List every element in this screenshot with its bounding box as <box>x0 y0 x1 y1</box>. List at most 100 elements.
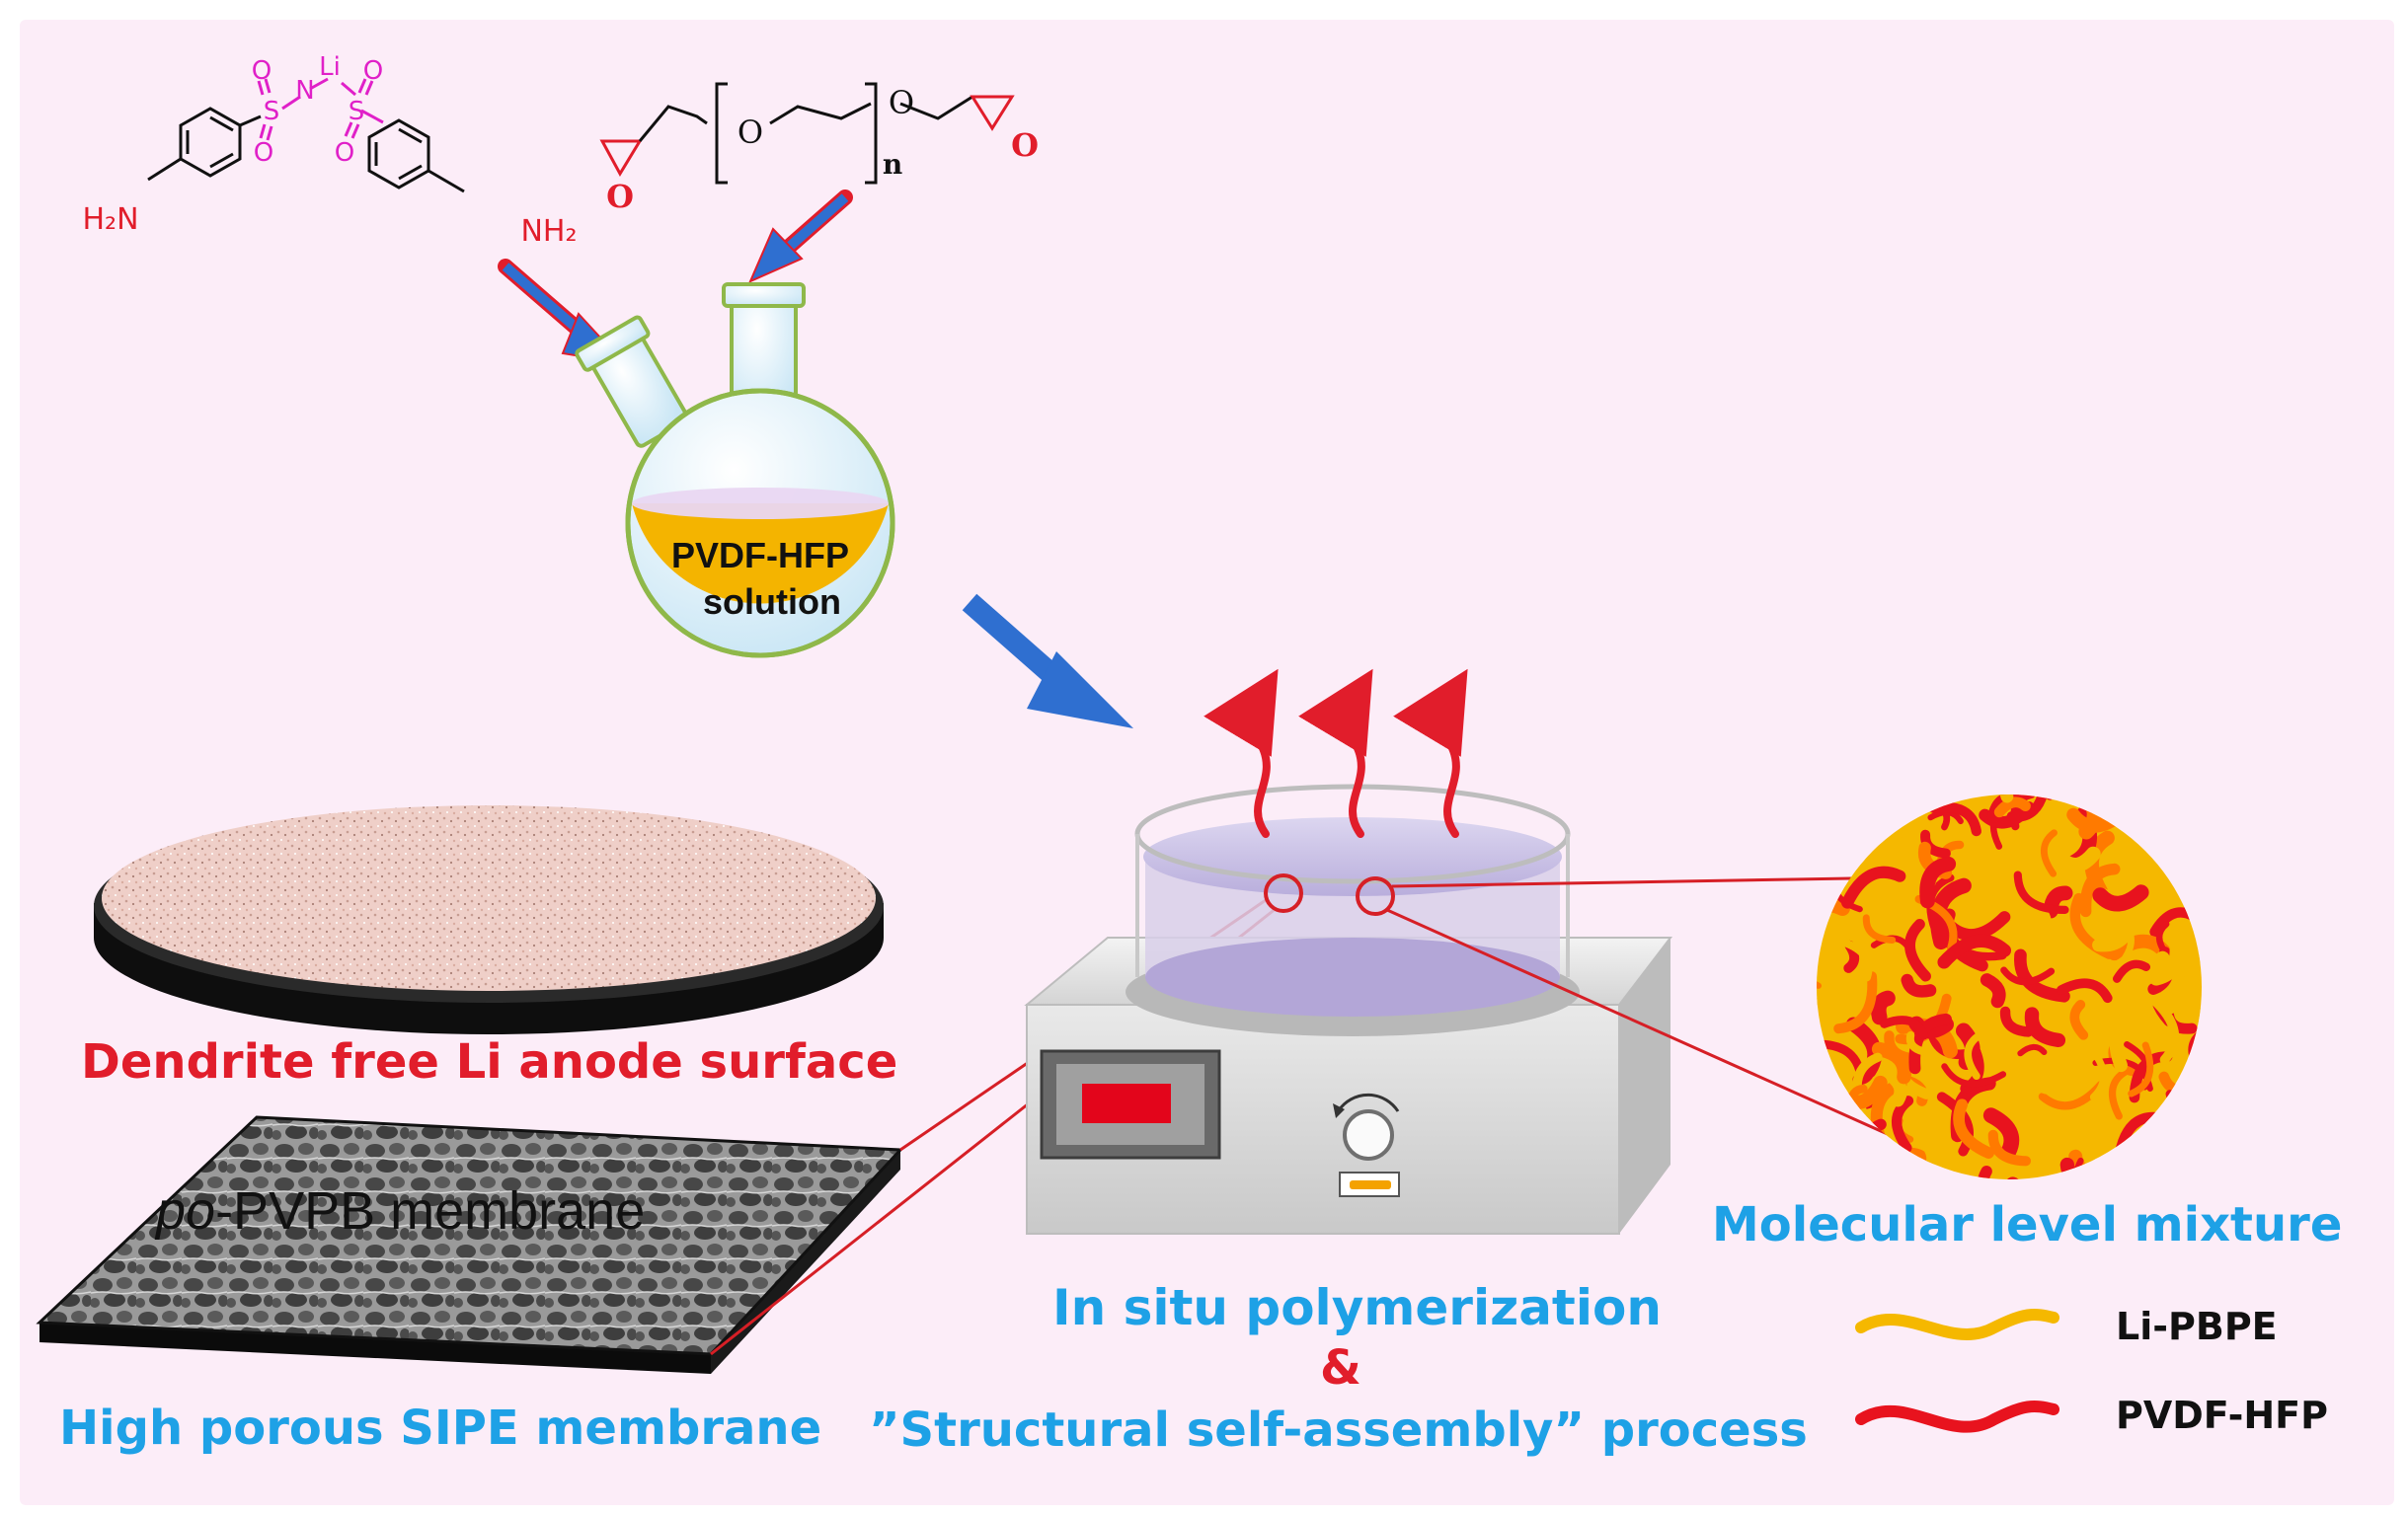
peg-oxygen-1: O <box>738 114 763 151</box>
peg-oxygen-2: O <box>889 84 914 121</box>
epoxide-ring-left <box>599 139 643 178</box>
display-screen <box>1082 1084 1171 1123</box>
oxygen-label-s1-top: O <box>252 56 272 86</box>
fiber-strand <box>1841 866 1906 909</box>
fiber-strand <box>1968 869 1997 917</box>
zoom-circle-left <box>1264 873 1303 913</box>
oxygen-label-s2-top: O <box>363 56 383 86</box>
legend-swatch-pvdf-hfp <box>1855 1401 2059 1433</box>
rotate-arrow-icon <box>1337 1093 1400 1112</box>
fiber-strand <box>2148 929 2185 986</box>
fiber-strand <box>1838 938 1873 982</box>
fiber-strand <box>2092 884 2149 912</box>
fiber-strand <box>1862 914 1897 944</box>
process-arrow <box>962 593 1133 728</box>
fiber-strand <box>2113 959 2150 983</box>
heat-arrows <box>1204 668 1468 838</box>
oxygen-label-s2-bottom: O <box>335 138 354 168</box>
membrane-label-suffix: -PVPB membrane <box>215 1181 646 1241</box>
fiber-strand <box>2085 1042 2108 1101</box>
reagent-arrows <box>498 189 853 365</box>
flask-label-line2: solution <box>703 581 841 622</box>
fiber-strand <box>2017 1043 2048 1057</box>
fiber-strand <box>1904 919 1931 982</box>
fiber-strand <box>1901 973 1937 998</box>
membrane-label-prefix: po <box>156 1181 216 1241</box>
fiber-strand <box>1953 1098 1994 1159</box>
zoom-circle-right <box>1356 876 1395 916</box>
fiber-strand <box>2073 1157 2106 1179</box>
fiber-strand <box>1930 877 1972 950</box>
fiber-strand <box>1880 1016 1929 1040</box>
epoxide-oxygen-left: O <box>606 178 634 215</box>
fiber-strand <box>1919 856 1957 909</box>
epoxide-ring-right <box>970 95 1015 131</box>
anode-surface <box>102 805 876 991</box>
fiber-strand <box>1839 945 1859 989</box>
fiber-strand <box>1980 973 2006 1009</box>
li-anode-disc <box>94 805 884 1034</box>
epoxide-oxygen-right: O <box>1011 126 1039 164</box>
legend-label-pvdf-hfp: PVDF-HFP <box>2116 1394 2328 1437</box>
oxygen-label-s1-bottom: O <box>254 138 273 168</box>
heat-arrow-2 <box>1298 668 1373 838</box>
fiber-strand <box>1905 1030 1928 1056</box>
polymerization-label: In situ polymerization <box>1052 1279 1662 1336</box>
amine-label-left: H₂N <box>82 202 138 237</box>
fiber-strand <box>2040 829 2058 877</box>
fiber-strand <box>1964 1032 1981 1081</box>
fiber-strand <box>1928 801 1981 837</box>
sulfur-label-right: S <box>349 97 365 126</box>
fiber-strand <box>1881 1066 1907 1107</box>
peg-diglycidyl-structure <box>599 82 1015 185</box>
fiber-strand <box>1936 1092 1974 1157</box>
anode-surface-label: Dendrite free Li anode surface <box>81 1034 898 1090</box>
control-knob[interactable] <box>1343 1109 1394 1161</box>
sipe-membrane-label: High porous SIPE membrane <box>59 1401 822 1456</box>
flask-solution <box>632 503 889 604</box>
sulfonylimide-structure <box>147 77 465 193</box>
membrane-slab <box>36 1115 904 1374</box>
fiber-strand <box>2056 846 2101 873</box>
fiber-strand <box>1891 1096 1914 1154</box>
fiber-strand <box>1999 1006 2034 1037</box>
fiber-strand <box>2092 901 2142 952</box>
fiber-strand <box>2149 995 2180 1065</box>
fiber-strand <box>2169 995 2202 1023</box>
fiber-strand <box>2069 1000 2089 1040</box>
fiber-strand <box>1993 796 2031 818</box>
fiber-strand <box>2013 871 2069 915</box>
fiber-strand <box>2108 1067 2131 1120</box>
fiber-strand <box>1941 1063 2007 1088</box>
round-bottom-flask <box>575 282 895 658</box>
heat-arrow-1 <box>1204 668 1279 838</box>
mixture-zoom-lines <box>1386 876 1968 1172</box>
molecular-mixture-label: Molecular level mixture <box>1712 1197 2343 1252</box>
fiber-strand <box>2059 1157 2115 1179</box>
fiber-strand <box>1871 990 1896 1025</box>
fiber-strand <box>1937 934 2012 969</box>
fiber-strand <box>2000 966 2056 986</box>
lithium-label: Li <box>319 52 341 82</box>
heat-arrow-3 <box>1393 668 1468 838</box>
fiber-strand <box>2010 954 2058 1001</box>
peg-repeat-n: n <box>883 148 902 181</box>
fiber-strand <box>2057 978 2113 1004</box>
fiber-strand <box>2024 1007 2066 1048</box>
arrow-head-right <box>748 227 804 283</box>
fiber-strand <box>1833 971 1878 1034</box>
legend-swatch-li-pbpe <box>1855 1309 2059 1340</box>
fiber-strand <box>1977 1166 2007 1179</box>
self-assembly-label: ”Structural self-assembly” process <box>869 1402 1808 1458</box>
fiber-strand <box>2079 863 2121 918</box>
fiber-strand <box>2113 989 2177 1014</box>
fiber-strand <box>2128 1041 2154 1098</box>
flask-label-line1: PVDF-HFP <box>671 535 849 575</box>
fiber-strand <box>2109 1005 2143 1073</box>
fiber-strand <box>1987 1129 2031 1167</box>
ampersand-label: & <box>1320 1340 1361 1396</box>
sulfur-label-left: S <box>264 97 280 126</box>
membrane-label: po-PVPB membrane <box>156 1184 645 1238</box>
